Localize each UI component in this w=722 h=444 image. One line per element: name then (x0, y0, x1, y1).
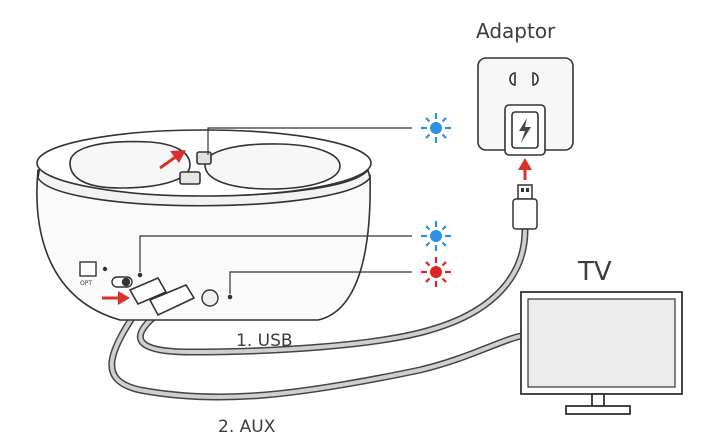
arrow-icon (159, 150, 186, 170)
power-led-dot (227, 294, 233, 300)
usb-plug (148, 283, 196, 317)
opt-label: OPT (80, 280, 92, 287)
tv (520, 291, 683, 415)
aux-cable-label: 2. AUX (218, 417, 276, 437)
led-blue-icon (419, 111, 453, 145)
led-red-icon (419, 255, 453, 289)
lightning-bolt-icon (519, 118, 531, 143)
optical-port (79, 261, 97, 277)
arrow-icon (102, 291, 130, 305)
leader-lines (139, 127, 412, 294)
status-led-dot (137, 272, 143, 278)
usb-cable (137, 226, 529, 356)
wall-outlet (477, 57, 574, 156)
charging-case (36, 129, 372, 321)
led-blue-icon (419, 219, 453, 253)
aux-cable (108, 299, 529, 401)
arrow-icon (518, 158, 532, 180)
power-button (201, 289, 219, 307)
adaptor-label: Adaptor (476, 19, 556, 43)
aux-plug (128, 276, 168, 306)
usb-cable-label: 1. USB (236, 331, 293, 351)
back-panel: OPT (79, 261, 233, 307)
power-outlet-icon (509, 72, 539, 86)
tv-label: TV (577, 257, 612, 287)
usb-connector (512, 184, 538, 230)
